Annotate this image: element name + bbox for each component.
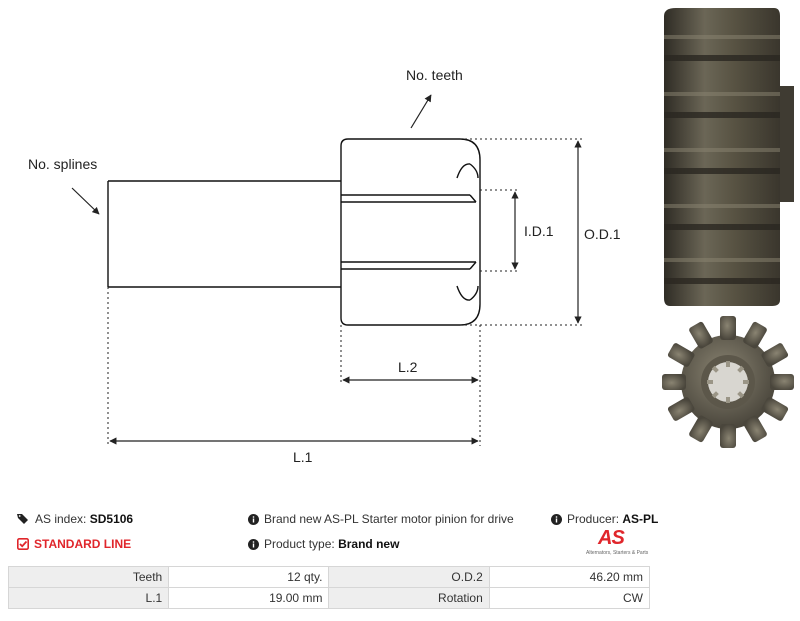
technical-drawing: No. teeth No. splines I.D.1 O.D.1 L.2 L.… [28, 8, 794, 465]
product-type-value: Brand new [338, 537, 400, 551]
spec-key: L.1 [7, 587, 170, 609]
product-photo-side [664, 8, 794, 306]
label-l1: L.1 [293, 449, 313, 465]
producer-label: Producer: [567, 512, 620, 526]
label-no-teeth: No. teeth [406, 67, 463, 83]
dimension-guides [107, 138, 582, 446]
label-no-splines: No. splines [28, 156, 97, 172]
product-type-label: Product type: [264, 537, 335, 551]
info-icon [248, 514, 259, 525]
info-icon [551, 514, 562, 525]
product-photo-front [662, 316, 794, 448]
spec-value: 12 qty. [168, 566, 330, 588]
label-id1: I.D.1 [524, 223, 554, 239]
spec-value: 46.20 mm [488, 566, 651, 588]
pinion-outline [340, 138, 481, 326]
product-description: Brand new AS-PL Starter motor pinion for… [248, 512, 514, 526]
table-row: Teeth 12 qty. O.D.2 46.20 mm [7, 566, 651, 588]
shaft-outline [107, 180, 341, 288]
producer-value: AS-PL [622, 512, 659, 526]
standard-line-text: STANDARD LINE [34, 537, 132, 551]
spec-key: Teeth [7, 566, 170, 588]
label-l2: L.2 [398, 359, 418, 375]
logo-tagline: Alternators, Starters & Parts [586, 550, 649, 556]
check-square-icon [17, 538, 29, 550]
spec-key: O.D.2 [328, 566, 490, 588]
table-row: L.1 19.00 mm Rotation CW [7, 587, 651, 609]
spec-value: CW [488, 587, 651, 609]
as-index-label: AS index: [35, 512, 87, 526]
specs-table: Teeth 12 qty. O.D.2 46.20 mm L.1 19.00 m… [7, 566, 651, 609]
as-pl-logo: AS Alternators, Starters & Parts [584, 527, 654, 561]
product-type: Product type: Brand new [248, 537, 399, 551]
spec-value: 19.00 mm [168, 587, 330, 609]
producer: Producer: AS-PL [551, 512, 658, 526]
description-text: Brand new AS-PL Starter motor pinion for… [264, 512, 514, 526]
label-od1: O.D.1 [584, 226, 621, 242]
standard-line: STANDARD LINE [17, 537, 131, 551]
logo-mark: AS [598, 527, 625, 549]
tags-icon [17, 514, 28, 524]
info-icon [248, 539, 259, 550]
spec-key: Rotation [328, 587, 490, 609]
as-index: AS index: SD5106 [17, 512, 133, 526]
as-index-value: SD5106 [89, 512, 134, 526]
dimension-arrows [71, 94, 582, 445]
